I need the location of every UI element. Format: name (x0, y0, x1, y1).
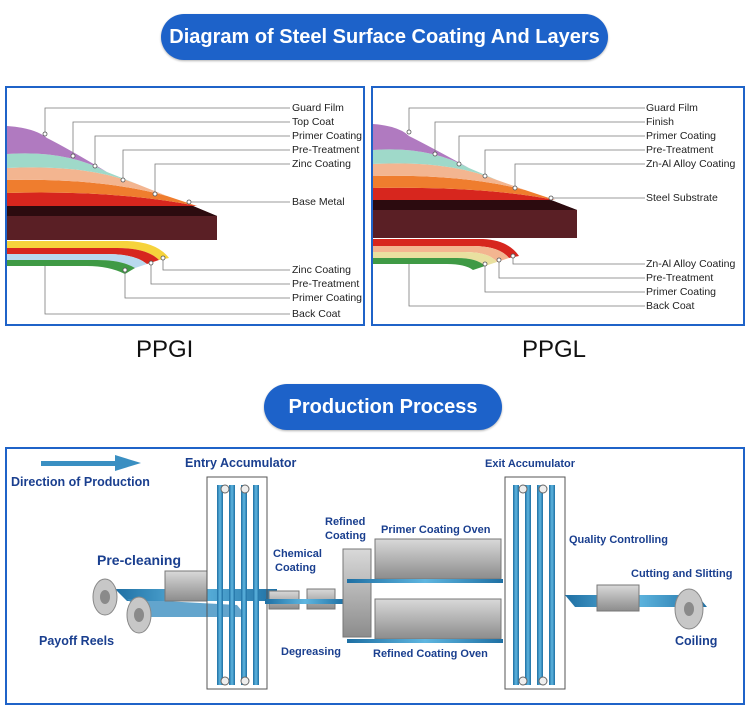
coiling-label: Coiling (675, 634, 717, 648)
ppgl-bottom-zn-al-layer (373, 239, 519, 258)
ppgi-label-bottom-zinc: Zinc Coating (292, 264, 351, 276)
ppgi-layer-panel: Guard Film Top Coat Primer Coating Pre-T… (5, 86, 365, 326)
ppgl-guard-film-layer (373, 124, 469, 168)
ppgl-label-steel-substrate: Steel Substrate (646, 192, 718, 204)
direction-of-production-label: Direction of Production (11, 475, 150, 489)
ppgi-bottom-primer-layer (7, 254, 147, 268)
ppgl-label-finish: Finish (646, 116, 674, 128)
ppgi-base-metal-top (7, 206, 217, 216)
refined-label-line2: Coating (325, 530, 366, 542)
ppgi-guard-film-layer (7, 126, 107, 172)
entry-accumulator (206, 476, 268, 690)
primer-coating-oven (374, 538, 502, 580)
ppgi-bottom-zinc-layer (7, 241, 169, 260)
ppgl-label-back-coat: Back Coat (646, 300, 695, 312)
refined-oven-label: Refined Coating Oven (373, 648, 488, 660)
ppgl-finish-layer (373, 149, 497, 180)
ppgi-caption: PPGI (136, 336, 194, 363)
ppgl-caption: PPGL (522, 336, 587, 363)
ppgi-label-back-coat: Back Coat (292, 308, 341, 320)
degreasing-label: Degreasing (281, 646, 341, 658)
pre-cleaning-unit (164, 570, 208, 602)
coating-diagram-title: Diagram of Steel Surface Coating And Lay… (161, 14, 608, 60)
ppgi-top-coat-layer (7, 153, 137, 184)
ppgl-label-primer-coating: Primer Coating (646, 130, 716, 142)
ppgl-label-zn-al: Zn-Al Alloy Coating (646, 158, 735, 170)
refined-coating-oven (374, 598, 502, 640)
ppgl-label-bottom-zn-al: Zn-Al Alloy Coating (646, 258, 735, 270)
ppgi-label-bottom-primer: Primer Coating (292, 292, 362, 304)
payoff-reels-label: Payoff Reels (39, 634, 114, 648)
ppgl-label-pre-treatment: Pre-Treatment (646, 144, 713, 156)
ppgl-zn-al-layer (373, 187, 555, 200)
ppgl-bottom-pretreat-layer (373, 246, 509, 262)
ppgi-zinc-coating-layer (7, 192, 197, 206)
ppgl-pre-treatment-layer (373, 175, 555, 200)
ppgl-label-bottom-pretreat: Pre-Treatment (646, 272, 713, 284)
ppgl-label-bottom-primer: Primer Coating (646, 286, 716, 298)
ppgi-label-pre-treatment: Pre-Treatment (292, 144, 359, 156)
ppgi-label-base-metal: Base Metal (292, 196, 345, 208)
exit-accumulator-label: Exit Accumulator (485, 458, 576, 470)
ppgl-label-guard-film: Guard Film (646, 102, 698, 114)
production-process-panel: Direction of Production Pre-cleaning Pay… (5, 447, 745, 705)
ppgi-pre-treatment-layer (7, 179, 197, 206)
ppgi-layer-diagram: Guard Film Top Coat Primer Coating Pre-T… (7, 102, 362, 320)
ppgl-layer-panel: Guard Film Finish Primer Coating Pre-Tre… (371, 86, 745, 326)
ppgi-label-primer-coating: Primer Coating (292, 130, 362, 142)
refined-label-line1: Refined (325, 516, 365, 528)
ppgi-label-top-coat: Top Coat (292, 116, 334, 128)
ppgi-primer-coating-layer (7, 167, 167, 196)
chemical-label-line1: Chemical (273, 548, 322, 560)
entry-accumulator-label: Entry Accumulator (185, 456, 297, 470)
ppgl-primer-layer (373, 163, 525, 190)
cutting-slitting-label: Cutting and Slitting (631, 568, 732, 580)
cutting-slitting-unit (596, 584, 640, 612)
ppgi-label-bottom-pretreat: Pre-Treatment (292, 278, 359, 290)
ppgl-layer-diagram: Guard Film Finish Primer Coating Pre-Tre… (373, 102, 735, 312)
coating-tower (342, 548, 372, 638)
production-line-diagram: Direction of Production Pre-cleaning Pay… (11, 455, 732, 690)
chemical-label-line2: Coating (275, 562, 316, 574)
direction-arrow-icon (41, 455, 141, 471)
ppgl-substrate-top (373, 200, 577, 210)
pre-cleaning-label: Pre-cleaning (97, 552, 181, 568)
ppgi-bottom-pretreat-layer (7, 248, 159, 264)
ppgl-bottom-primer-layer (373, 252, 497, 266)
exit-accumulator (504, 476, 566, 690)
primer-oven-label: Primer Coating Oven (381, 524, 491, 536)
ppgi-label-guard-film: Guard Film (292, 102, 344, 114)
ppgl-back-coat-layer (373, 258, 485, 270)
quality-controlling-label: Quality Controlling (569, 534, 668, 546)
production-process-title: Production Process (264, 384, 502, 430)
ppgi-back-coat-layer (7, 260, 135, 274)
ppgi-label-zinc-coating: Zinc Coating (292, 158, 351, 170)
